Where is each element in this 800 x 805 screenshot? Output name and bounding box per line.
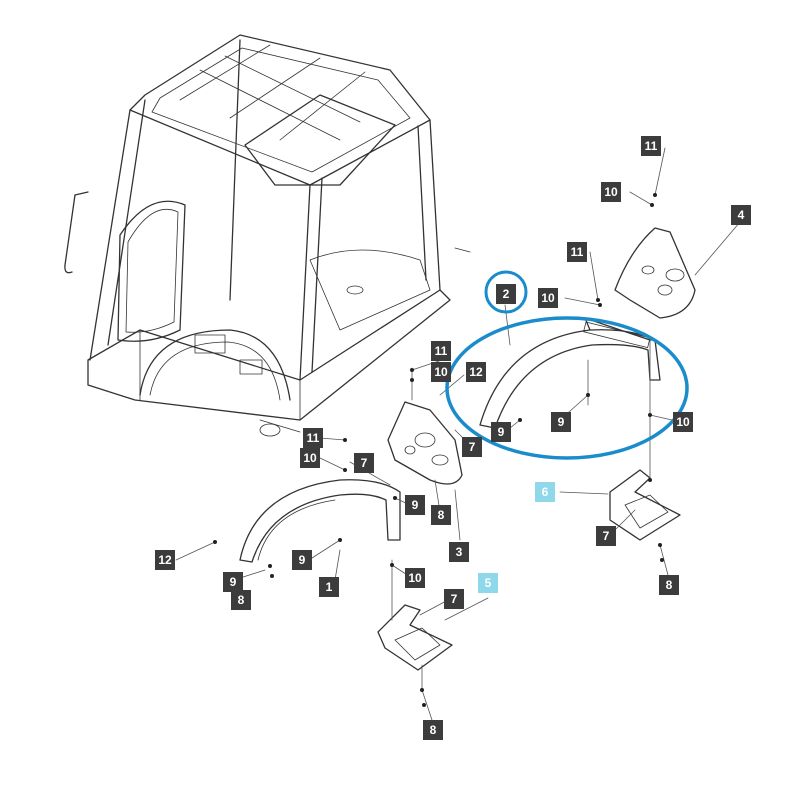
callout-10: 10: [673, 412, 693, 432]
grab-handle: [64, 194, 76, 274]
callout-10: 10: [405, 568, 425, 588]
callout-9: 9: [223, 572, 243, 592]
callout-10: 10: [431, 362, 451, 382]
callout-8: 8: [659, 575, 679, 595]
callout-7: 7: [462, 437, 482, 457]
part-2-fender: [479, 304, 661, 429]
callout-7: 7: [596, 526, 616, 546]
cab-rear-fender: [139, 329, 291, 401]
roof-inner: [151, 47, 411, 173]
part-4-bracket: [614, 221, 741, 319]
callout-8: 8: [423, 720, 443, 740]
callout-3: 3: [449, 542, 469, 562]
rear-left-pillar: [229, 39, 241, 301]
callout-7: 7: [444, 589, 464, 609]
callout-11: 11: [303, 428, 323, 448]
callout-2: 2: [496, 284, 516, 304]
callout-10: 10: [601, 182, 621, 202]
callout-1: 1: [319, 577, 339, 597]
callout-9: 9: [491, 422, 511, 442]
callout-11: 11: [567, 242, 587, 262]
part-2-highlight-ring: [484, 270, 528, 314]
callout-11: 11: [431, 341, 451, 361]
cab-floor: [87, 289, 451, 421]
part-6-support: [559, 469, 681, 541]
part-5-support: [377, 597, 489, 671]
front-left-pillar: [89, 109, 131, 361]
part-3-bracket: [387, 401, 463, 541]
cab-frame: [64, 34, 471, 437]
roof-panel: [244, 94, 396, 186]
front-right-pillar: [299, 184, 311, 381]
callout-8: 8: [231, 590, 251, 610]
callout-12: 12: [155, 550, 175, 570]
callout-8: 8: [431, 505, 451, 525]
callout-9: 9: [551, 412, 571, 432]
part-1-fender: [239, 479, 401, 581]
callout-11: 11: [641, 136, 661, 156]
callout-10: 10: [300, 448, 320, 468]
callout-12: 12: [466, 362, 486, 382]
callout-10: 10: [538, 288, 558, 308]
callout-9: 9: [405, 495, 425, 515]
callout-5: 5: [478, 573, 498, 593]
fender-highlight-ellipse: [445, 316, 689, 460]
door-opening: [117, 200, 186, 342]
callout-7: 7: [354, 453, 374, 473]
callout-6: 6: [535, 482, 555, 502]
fasteners: [213, 193, 664, 707]
callout-9: 9: [292, 550, 312, 570]
callout-4: 4: [731, 205, 751, 225]
